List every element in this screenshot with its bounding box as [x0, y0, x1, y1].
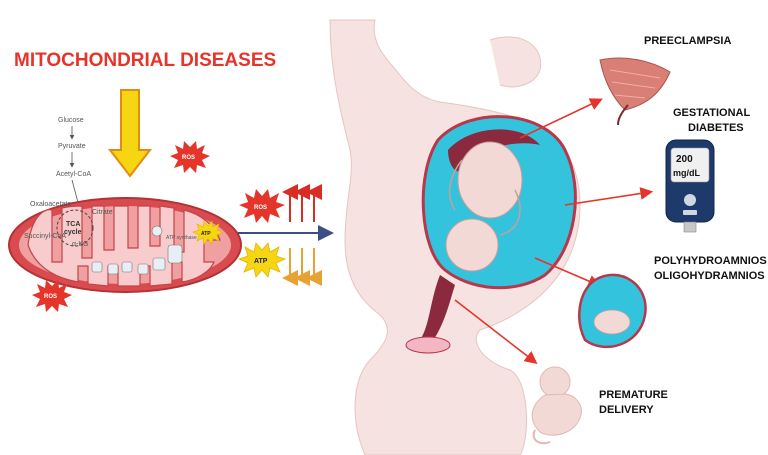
outcome-premature-1: PREMATURE: [599, 389, 668, 401]
arrow-to-gestational-diabetes: [564, 187, 654, 206]
atp-burst-small: ATP: [192, 220, 224, 245]
glucometer-icon: 200 mg/dL: [665, 139, 715, 233]
ros-burst-2: ROS: [32, 280, 72, 312]
hydramnios-uterus-icon: [578, 273, 647, 349]
pathway-acetyl-coa: Acetyl-CoA: [56, 171, 91, 178]
pathway-oxaloacetate: Oxaloacetate: [30, 201, 71, 208]
svg-text:ROS: ROS: [182, 155, 195, 161]
outcome-polyhydramnios: POLYHYDROAMNIOS: [654, 255, 767, 267]
outcome-oligohydramnios: OLIGOHYDRAMNIOS: [654, 270, 765, 282]
ros-burst-1: ROS: [170, 141, 210, 173]
fetus: [445, 141, 523, 272]
arrow-to-premature-delivery: [454, 299, 538, 364]
yellow-down-arrow: [107, 89, 153, 178]
outcome-gestational-1: GESTATIONAL: [673, 107, 750, 119]
svg-text:ROS: ROS: [44, 294, 57, 300]
premature-baby-icon: [531, 366, 582, 445]
pregnant-body: [329, 19, 581, 455]
atp-synthase-label: ATP synthase: [166, 235, 197, 241]
outcome-preeclampsia: PREECLAMPSIA: [644, 35, 731, 47]
placenta-icon: [599, 57, 671, 126]
pathway-succinyl-coa: Succinyl-CoA: [24, 233, 66, 240]
pathway-glucose: Glucose: [58, 117, 84, 124]
arrow-to-hydramnios: [534, 257, 601, 288]
ros-burst-middle: ROS: [239, 189, 285, 223]
svg-text:200: 200: [676, 154, 693, 165]
arrow-to-preeclampsia: [519, 98, 603, 139]
svg-text:ATP: ATP: [201, 231, 211, 237]
svg-text:ATP: ATP: [254, 258, 268, 265]
outcome-gestational-2: DIABETES: [688, 122, 744, 134]
tca-label: TCA: [66, 221, 80, 228]
svg-text:ROS: ROS: [254, 205, 267, 211]
atp-burst-middle: ATP: [237, 242, 287, 278]
pathway-akg: α-KG: [72, 241, 89, 248]
svg-text:mg/dL: mg/dL: [673, 168, 700, 178]
pathway-citrate: Citrate: [92, 209, 113, 216]
atp-decrease-arrows: [282, 248, 322, 286]
mitochondrion: [8, 197, 242, 293]
pathway-pyruvate: Pyruvate: [58, 143, 86, 150]
cycle-label: cycle: [64, 229, 82, 236]
diagram-title: MITOCHONDRIAL DISEASES: [14, 50, 276, 71]
outcome-premature-2: DELIVERY: [599, 404, 654, 416]
ros-increase-arrows: [282, 184, 322, 222]
